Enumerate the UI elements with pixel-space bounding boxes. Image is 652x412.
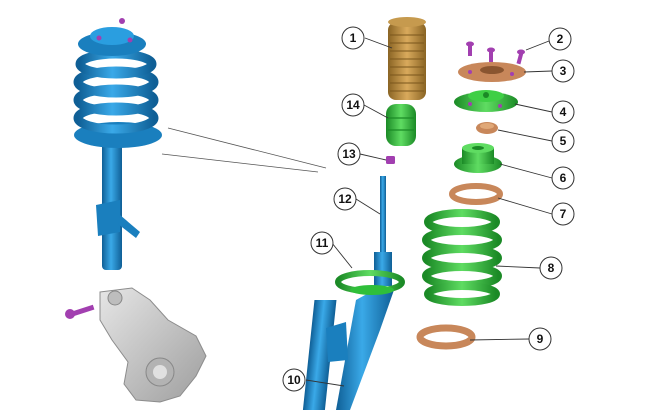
callout-3-label: 3	[560, 64, 567, 78]
projection-line	[161, 153, 319, 173]
shock-upper-body	[374, 252, 392, 286]
callout-2: 2	[548, 27, 572, 51]
callout-14: 14	[341, 93, 365, 117]
callout-9: 9	[528, 327, 552, 351]
assembled-strut-bracket	[96, 200, 120, 236]
shock-absorber	[302, 176, 394, 410]
callout-5: 5	[551, 129, 575, 153]
callout-11-label: 11	[316, 236, 329, 250]
callout-14-label: 14	[346, 98, 360, 112]
upper-spring-seat	[454, 143, 502, 173]
callout-2-label: 2	[557, 32, 564, 46]
piston-rod	[380, 176, 386, 256]
callout-12: 12	[333, 187, 357, 211]
spring-insulator-ring	[449, 183, 503, 205]
callout-1: 1	[341, 26, 365, 50]
callout-13-label: 13	[342, 147, 356, 161]
callouts	[305, 37, 553, 387]
assembled-coil-spring	[73, 49, 159, 134]
assembled-top-bolt	[96, 35, 102, 41]
knuckle-bolt	[65, 304, 95, 319]
callout-13: 13	[337, 142, 361, 166]
assembled-top-bolt	[119, 18, 125, 24]
callout-7-label: 7	[560, 207, 567, 221]
assembled-strut	[73, 18, 162, 270]
projection-line	[167, 127, 327, 169]
coil-spring	[422, 209, 502, 306]
callout-9-label: 9	[537, 332, 544, 346]
callout-12-label: 12	[338, 192, 352, 206]
lower-spring-seat	[335, 270, 405, 295]
top-mount-plate	[458, 62, 526, 82]
lower-spring-insulator	[416, 324, 476, 350]
dust-boot	[388, 17, 426, 100]
callout-3: 3	[551, 59, 575, 83]
top-mount-green	[454, 90, 518, 112]
callout-4-label: 4	[560, 105, 567, 119]
bump-stop	[386, 104, 416, 146]
assembled-top-cap	[90, 27, 134, 45]
top-mount-bolts	[466, 41, 525, 65]
shock-bracket	[326, 322, 348, 362]
callout-7: 7	[551, 202, 575, 226]
assembled-strut-mount-tab	[118, 215, 140, 238]
callout-10: 10	[282, 368, 306, 392]
callout-10-label: 10	[287, 373, 301, 387]
top-nut	[386, 156, 395, 164]
callout-6: 6	[551, 166, 575, 190]
callout-6-label: 6	[560, 171, 567, 185]
shock-lower-body	[336, 290, 394, 410]
callout-5-label: 5	[560, 134, 567, 148]
steering-knuckle	[99, 287, 207, 403]
bearing-bushing	[476, 122, 498, 134]
callout-1-label: 1	[350, 31, 357, 45]
callout-4: 4	[551, 100, 575, 124]
callout-8: 8	[539, 256, 563, 280]
callout-11: 11	[310, 231, 334, 255]
assembled-top-bolt	[127, 37, 133, 43]
callout-8-label: 8	[548, 261, 555, 275]
